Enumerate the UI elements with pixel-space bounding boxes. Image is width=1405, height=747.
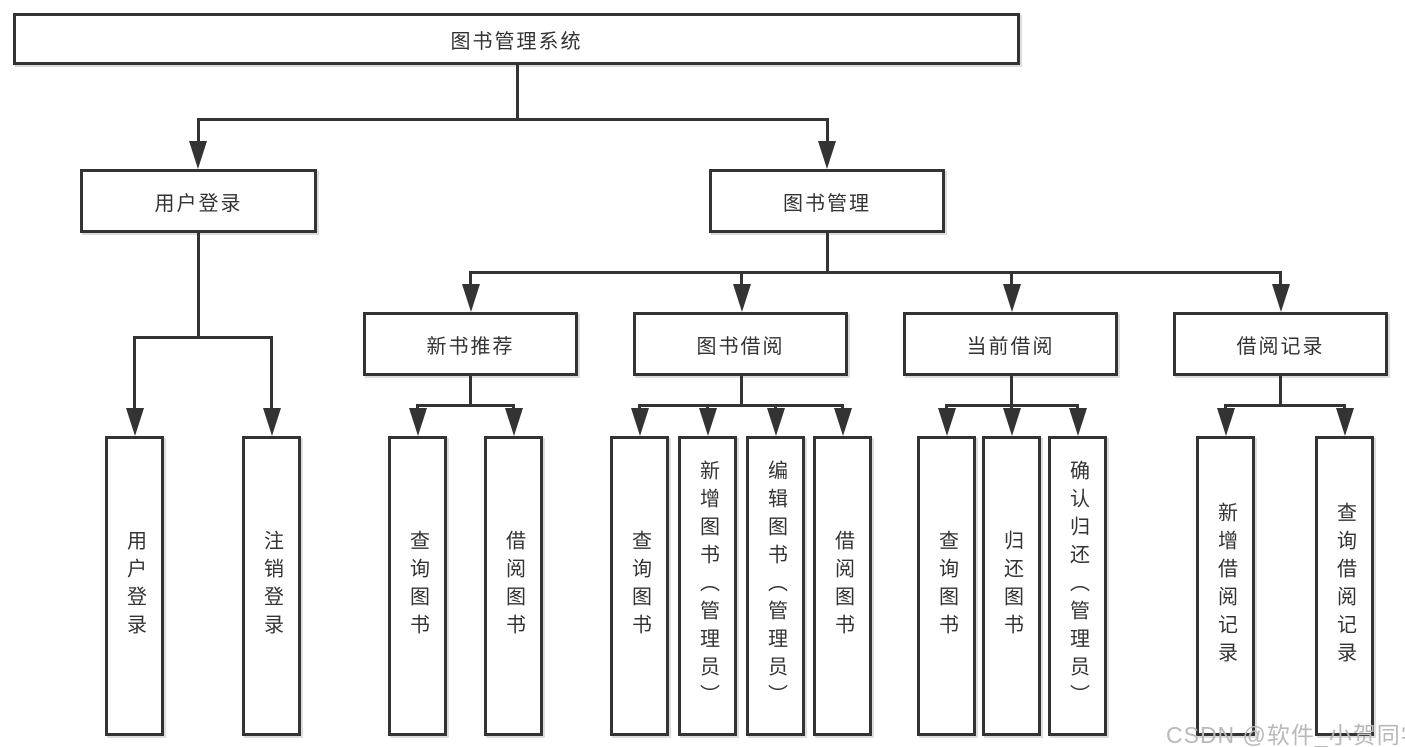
leaf-confirm-return-admin: 确认归还（管理员） [1048, 436, 1107, 736]
arrow-down-icon [938, 408, 956, 436]
connector-current-stem [1010, 376, 1013, 407]
connector-bookmgmt-drop [469, 271, 472, 286]
node-new-book-recommend-label: 新书推荐 [426, 335, 515, 358]
connector-borrowing-stem [740, 376, 743, 407]
leaf-borrow-books: 借阅图书 [813, 436, 872, 736]
arrow-down-icon [1003, 408, 1021, 436]
leaf-borrow-books-recommend: 借阅图书 [484, 436, 543, 736]
arrow-down-icon [699, 408, 717, 436]
leaf-return-books-label: 归还图书 [1000, 530, 1023, 642]
node-borrowing-records: 借阅记录 [1173, 312, 1388, 376]
leaf-edit-books-admin: 编辑图书（管理员） [746, 436, 805, 736]
node-root-label: 图书管理系统 [450, 30, 583, 53]
leaf-add-borrow-record-label: 新增借阅记录 [1214, 502, 1237, 670]
node-borrowing-records-label: 借阅记录 [1236, 335, 1325, 358]
connector-userlogin-drop [133, 336, 136, 410]
leaf-add-borrow-record: 新增借阅记录 [1196, 436, 1255, 736]
leaf-confirm-return-admin-label: 确认归还（管理员） [1066, 460, 1089, 712]
connector-root-right-drop [826, 118, 829, 144]
leaf-query-books-current-label: 查询图书 [935, 530, 958, 642]
leaf-edit-books-admin-label: 编辑图书（管理员） [764, 460, 787, 712]
arrow-down-icon [733, 284, 751, 312]
node-book-management: 图书管理 [709, 169, 945, 233]
connector-bookmgmt-stem [826, 233, 829, 274]
node-book-borrowing-label: 图书借阅 [696, 335, 785, 358]
leaf-user-login: 用户登录 [105, 436, 164, 736]
leaf-logout-label: 注销登录 [260, 530, 283, 642]
arrow-down-icon [126, 408, 144, 436]
node-book-borrowing: 图书借阅 [633, 312, 848, 376]
node-user-login-label: 用户登录 [154, 192, 243, 215]
arrow-down-icon [1336, 408, 1354, 436]
leaf-query-books-recommend-label: 查询图书 [406, 530, 429, 642]
arrow-down-icon [409, 408, 427, 436]
connector-userlogin-hline [133, 336, 273, 339]
arrow-down-icon [767, 408, 785, 436]
arrow-down-icon [1272, 284, 1290, 312]
arrow-down-icon [631, 408, 649, 436]
connector-userlogin-drop [270, 336, 273, 410]
connector-recommend-stem [469, 376, 472, 407]
node-user-login: 用户登录 [80, 169, 317, 233]
node-root: 图书管理系统 [13, 13, 1020, 65]
node-current-borrowing: 当前借阅 [903, 312, 1118, 376]
leaf-borrow-books-recommend-label: 借阅图书 [502, 530, 525, 642]
leaf-return-books: 归还图书 [982, 436, 1041, 736]
connector-root-hline [197, 118, 829, 121]
arrow-down-icon [462, 284, 480, 312]
arrow-down-icon [505, 408, 523, 436]
node-new-book-recommend: 新书推荐 [363, 312, 578, 376]
arrow-down-icon [263, 408, 281, 436]
watermark: CSDN @软件_小贺同学 [1166, 722, 1405, 747]
node-current-borrowing-label: 当前借阅 [966, 335, 1055, 358]
connector-records-stem [1279, 376, 1282, 407]
leaf-query-books-current: 查询图书 [917, 436, 976, 736]
connector-userlogin-stem [197, 233, 200, 339]
node-book-management-label: 图书管理 [783, 192, 871, 215]
leaf-query-borrow-record-label: 查询借阅记录 [1333, 502, 1356, 670]
leaf-query-books-recommend: 查询图书 [388, 436, 447, 736]
connector-recommend-hline [416, 404, 515, 407]
leaf-query-books-borrowing-label: 查询图书 [628, 530, 651, 642]
leaf-borrow-books-label: 借阅图书 [831, 530, 854, 642]
arrow-down-icon [818, 141, 836, 169]
connector-root-left-drop [197, 118, 200, 144]
connector-bookmgmt-drop [740, 271, 743, 286]
arrow-down-icon [1217, 408, 1235, 436]
arrow-down-icon [1069, 408, 1087, 436]
connector-bookmgmt-hline [469, 271, 1282, 274]
connector-records-hline [1224, 404, 1346, 407]
leaf-logout: 注销登录 [242, 436, 301, 736]
connector-borrowing-hline [638, 404, 844, 407]
connector-root-stem [516, 65, 519, 120]
connector-bookmgmt-drop [1010, 271, 1013, 286]
leaf-query-borrow-record: 查询借阅记录 [1315, 436, 1374, 736]
leaf-add-books-admin: 新增图书（管理员） [678, 436, 737, 736]
arrow-down-icon [834, 408, 852, 436]
arrow-down-icon [1003, 284, 1021, 312]
leaf-query-books-borrowing: 查询图书 [610, 436, 669, 736]
arrow-down-icon [189, 141, 207, 169]
leaf-user-login-label: 用户登录 [123, 530, 146, 642]
connector-bookmgmt-drop [1279, 271, 1282, 286]
leaf-add-books-admin-label: 新增图书（管理员） [696, 460, 719, 712]
